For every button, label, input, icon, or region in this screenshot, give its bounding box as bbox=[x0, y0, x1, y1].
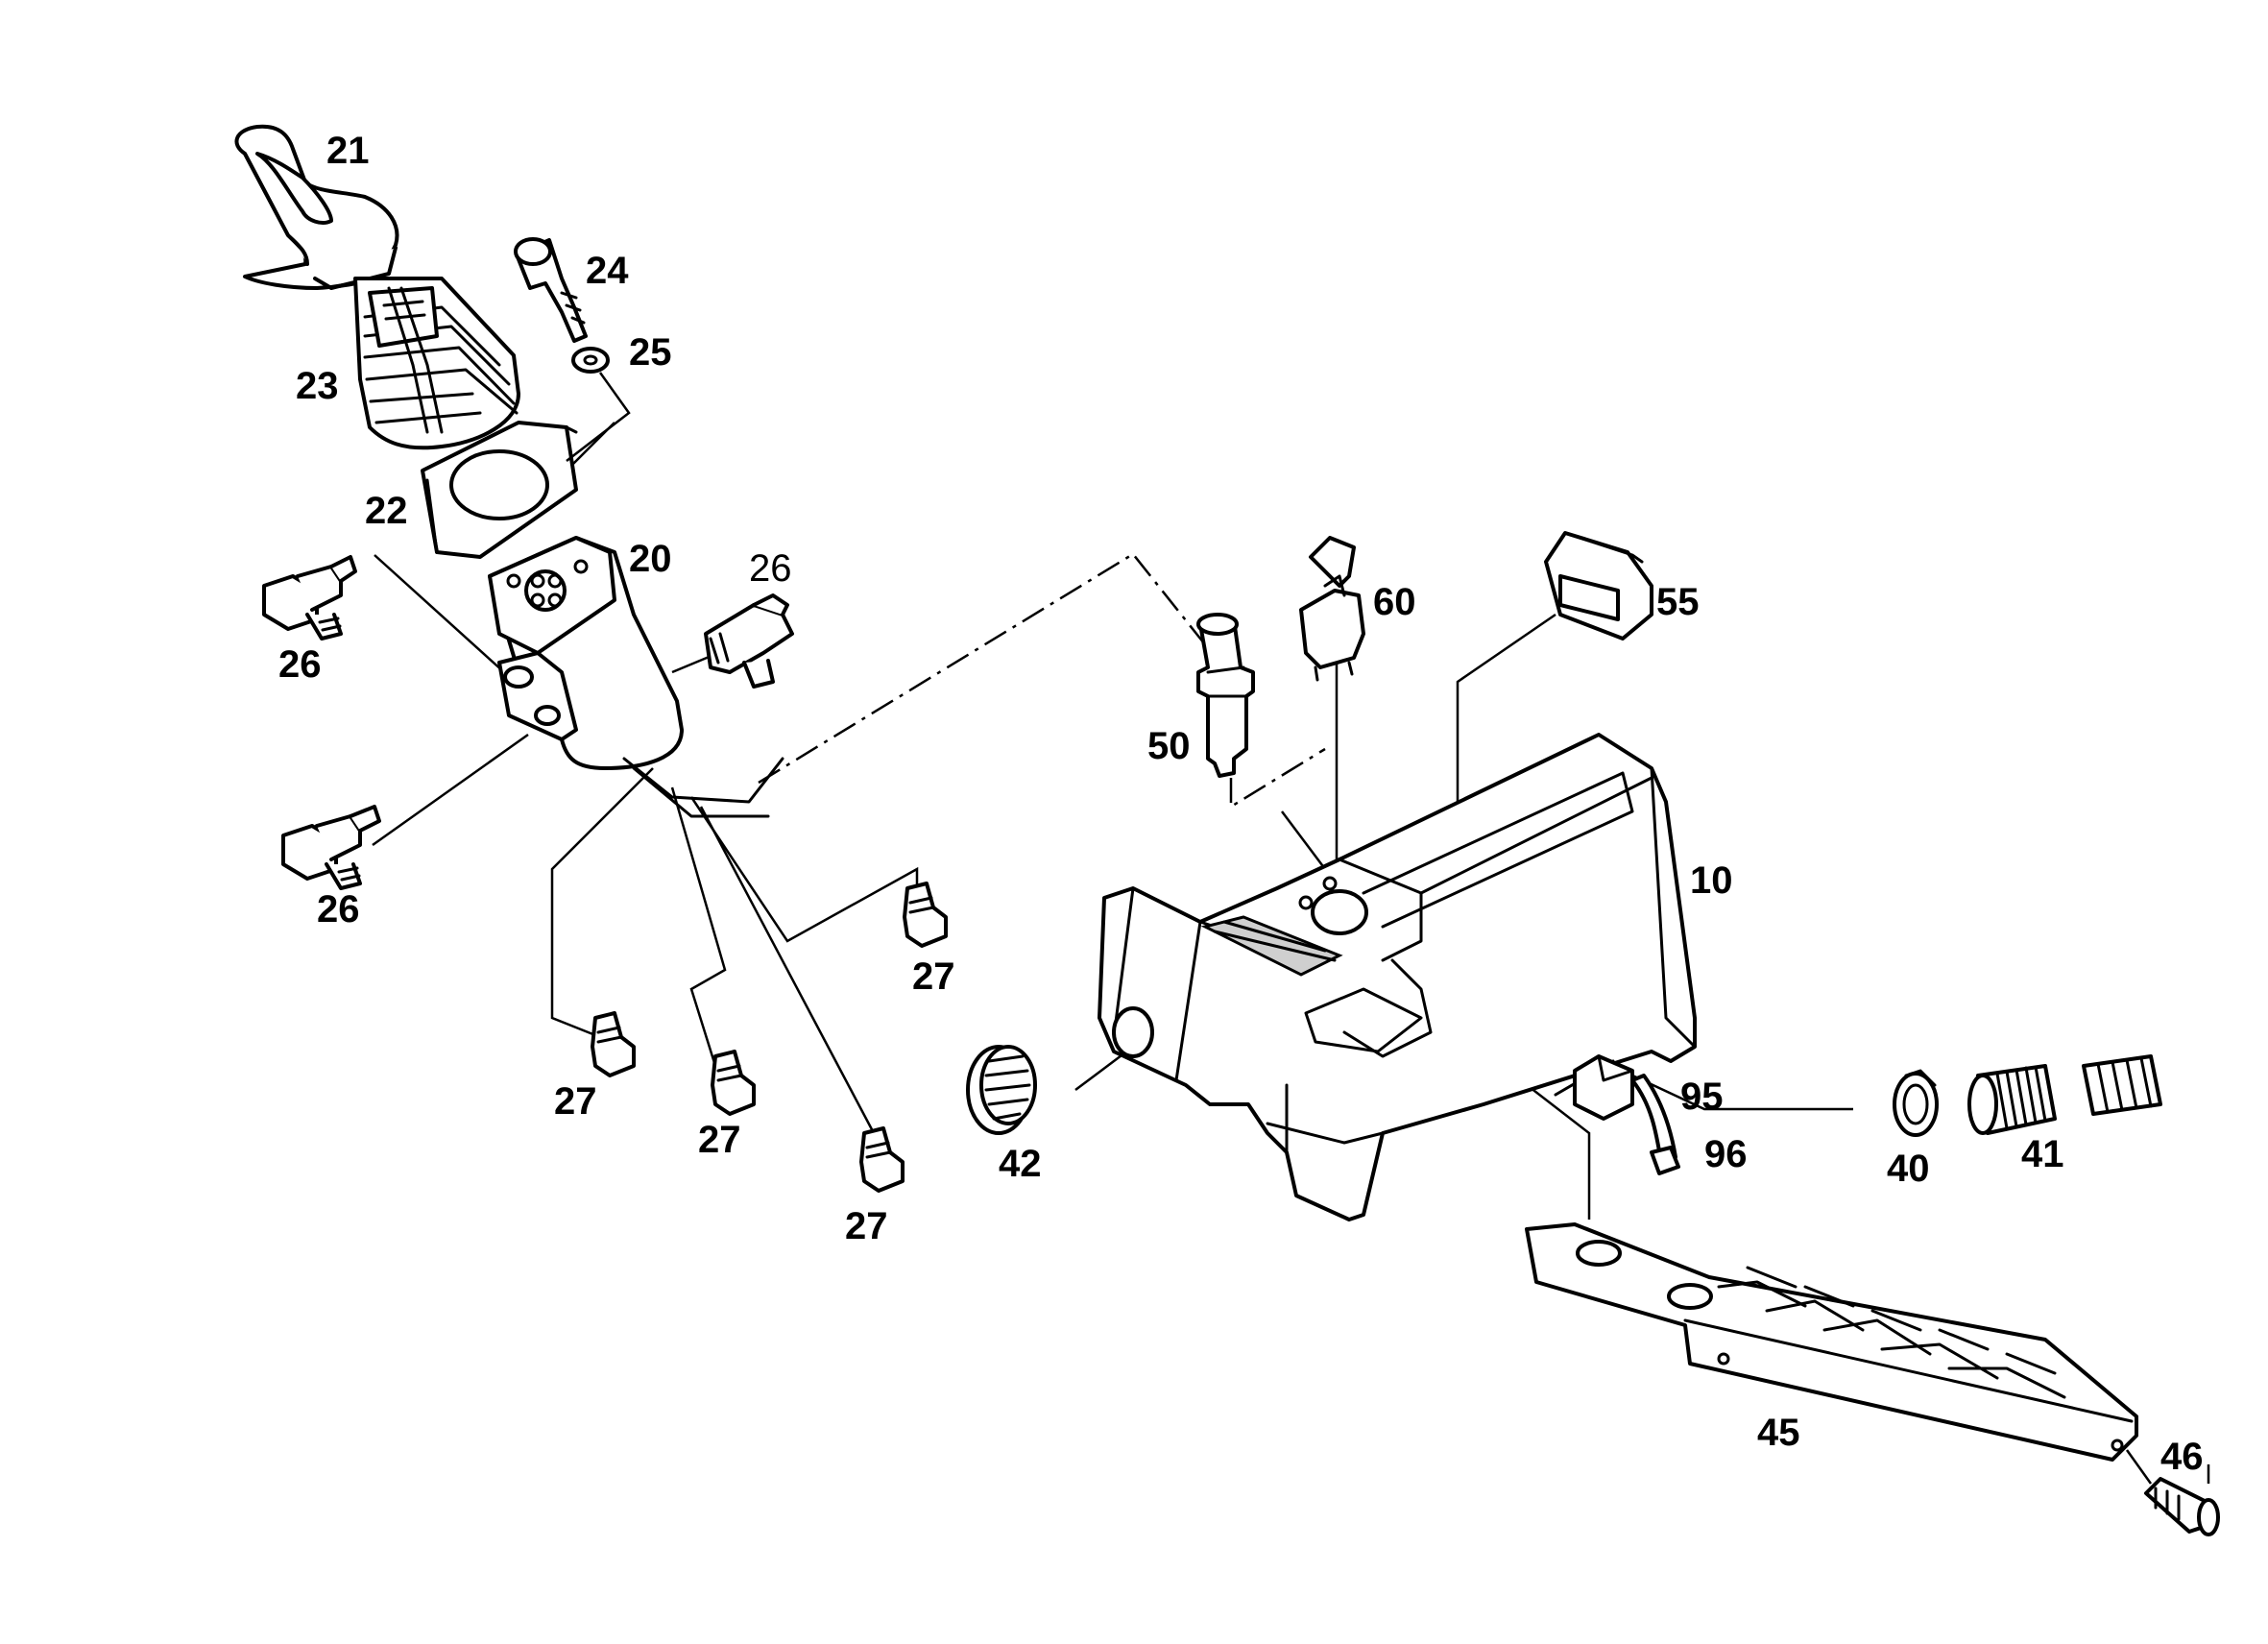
callout-40: 40 bbox=[1887, 1148, 1930, 1190]
part-42-grommet bbox=[966, 1045, 1037, 1135]
leader-lines bbox=[372, 422, 1853, 1220]
part-26-fitting-right bbox=[704, 593, 794, 689]
callout-22: 22 bbox=[365, 490, 408, 532]
callout-26-lower-left: 26 bbox=[317, 888, 360, 931]
part-24-screw bbox=[514, 237, 588, 343]
callout-20: 20 bbox=[629, 538, 672, 580]
part-26-fitting-upper-left bbox=[262, 555, 357, 641]
callout-41: 41 bbox=[2021, 1133, 2064, 1175]
part-50-push-switch bbox=[1196, 613, 1255, 778]
callout-42: 42 bbox=[999, 1143, 1042, 1185]
callout-25: 25 bbox=[629, 331, 672, 374]
callout-10: 10 bbox=[1690, 859, 1733, 902]
part-21-joystick-grip bbox=[234, 124, 399, 290]
callout-60: 60 bbox=[1373, 581, 1416, 623]
part-20-valve-body bbox=[488, 536, 784, 818]
callout-27-c: 27 bbox=[698, 1119, 741, 1161]
part-23-boot bbox=[353, 277, 520, 450]
part-10-console bbox=[1098, 733, 1697, 1221]
callout-24: 24 bbox=[586, 250, 629, 292]
part-41-bellows bbox=[1967, 1054, 2162, 1135]
callout-27-a: 27 bbox=[912, 955, 955, 998]
callout-26-right: 26 bbox=[749, 547, 792, 590]
part-40-clamp-ring bbox=[1893, 1069, 1939, 1137]
callout-23: 23 bbox=[296, 365, 339, 407]
callout-labels: 21 24 25 23 22 20 26 26 26 27 27 27 27 6… bbox=[278, 130, 2204, 1478]
callout-21: 21 bbox=[326, 130, 370, 172]
part-22-plate bbox=[421, 421, 578, 559]
part-27-plug-2 bbox=[591, 1011, 636, 1077]
part-26-fitting-lower-left bbox=[281, 805, 381, 890]
part-45-floor-plate bbox=[1525, 1222, 2138, 1462]
callout-27-d: 27 bbox=[845, 1205, 888, 1247]
callout-96: 96 bbox=[1704, 1133, 1748, 1175]
part-96-cable bbox=[1630, 1074, 1680, 1175]
callout-55: 55 bbox=[1656, 581, 1700, 623]
callout-95: 95 bbox=[1680, 1076, 1724, 1118]
part-27-plug-3 bbox=[711, 1050, 756, 1116]
part-60-key-switch bbox=[1299, 536, 1365, 682]
part-27-plug-4 bbox=[859, 1126, 905, 1193]
callout-45: 45 bbox=[1757, 1412, 1800, 1454]
callout-27-b: 27 bbox=[554, 1080, 597, 1123]
callout-46: 46 bbox=[2160, 1436, 2204, 1478]
part-25-washer bbox=[571, 347, 610, 374]
part-95-socket bbox=[1573, 1054, 1634, 1121]
part-46-screw bbox=[2144, 1477, 2220, 1536]
callout-26-upper-left: 26 bbox=[278, 643, 322, 686]
part-55-rocker-switch bbox=[1544, 531, 1653, 641]
part-27-plug-1 bbox=[903, 882, 948, 948]
callout-50: 50 bbox=[1147, 725, 1191, 767]
